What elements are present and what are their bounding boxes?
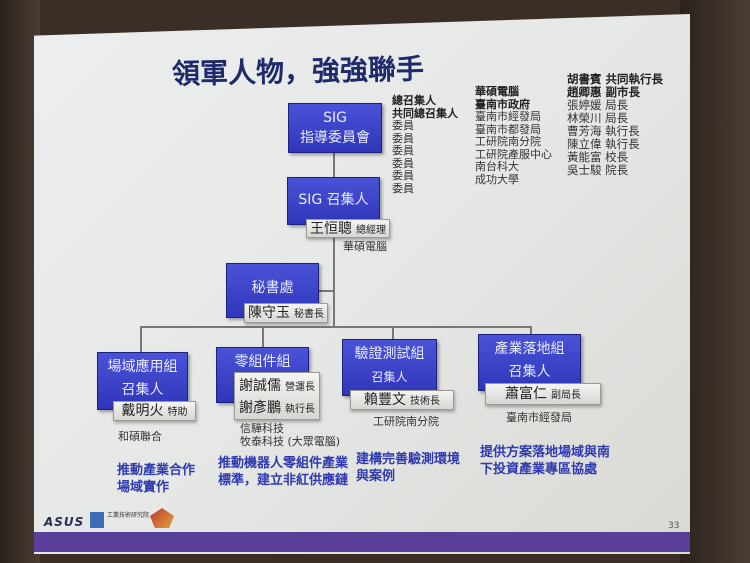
member-item: 張婷媛 局長: [567, 98, 629, 112]
connector-group-3: [392, 326, 394, 340]
goal-line: 推動機器人零組件產業: [218, 456, 349, 471]
member-item: 趙卿惠 副市長: [567, 85, 641, 99]
org-item: 臺南市都發局: [475, 122, 541, 136]
convener-label: SIG 召集人: [298, 192, 369, 208]
connector-vertical: [333, 152, 335, 328]
role-item: 委員: [392, 119, 414, 132]
group-box-verification: 驗證測試組 召集人: [342, 339, 437, 396]
role-item: 委員: [392, 131, 414, 145]
goal-line: 與案例: [356, 469, 396, 484]
member-item: 曹芳海 執行長: [567, 124, 640, 138]
role-item: 委員: [392, 144, 414, 157]
goal-line: 提供方案落地場域與南: [480, 445, 611, 460]
group-goal: 建構完善驗測環境 與案例: [356, 451, 460, 485]
person-role: 技術長: [410, 396, 440, 407]
connector-group-2: [262, 326, 264, 348]
person-name: 謝誠儒: [239, 378, 281, 394]
role-item: 共同總召集人: [392, 106, 458, 120]
group-org: 和碩聯合: [118, 430, 162, 443]
steering-line2: 指導委員會: [300, 130, 370, 146]
member-item: 林榮川 局長: [567, 111, 629, 125]
person-name: 賴豐文: [364, 392, 406, 408]
org-item: 臺南市政府: [475, 97, 530, 111]
role-item: 委員: [392, 169, 414, 182]
role-item: 委員: [392, 181, 414, 195]
sig-convener-box: SIG 召集人: [287, 177, 380, 225]
group-sub: 召集人: [371, 370, 408, 384]
role-item: 總召集人: [392, 94, 436, 107]
org-item: 工研院產服中心: [475, 147, 552, 161]
group-person-tag: 謝誠儒營運長 謝彥鵬執行長: [234, 372, 320, 420]
group-goal: 推動產業合作 場域實作: [117, 462, 195, 496]
goal-line: 建構完善驗測環境: [356, 452, 461, 467]
member-item: 吳士駿 院長: [567, 163, 629, 177]
org-line: 牧泰科技 (大眾電腦): [240, 434, 341, 448]
group-sub: 召集人: [121, 382, 164, 398]
convener-role: 總經理: [356, 225, 386, 236]
connector-secretariat: [318, 290, 334, 292]
group-name: 產業落地組: [494, 341, 565, 357]
asus-logo: ASUS: [44, 515, 85, 529]
secretariat-label: 秘書處: [251, 280, 294, 296]
goal-line: 場域實作: [117, 480, 170, 495]
group-goal: 推動機器人零組件產業 標準，建立非紅供應鏈: [218, 455, 348, 489]
committee-members-list: 胡書賓 共同執行長 趙卿惠 副市長 張婷媛 局長 林榮川 局長 曹芳海 執行長 …: [567, 73, 663, 177]
slide-title: 領軍人物，強強聯手: [171, 52, 425, 91]
member-item: 黃能富 校長: [567, 150, 629, 164]
tainan-logo-icon: [150, 508, 174, 528]
group-person-tag: 賴豐文技術長: [350, 390, 454, 410]
org-item: 華碩電腦: [475, 85, 519, 98]
steering-committee-box: SIG 指導委員會: [288, 103, 382, 153]
role-item: 委員: [392, 156, 414, 170]
group-person-tag: 戴明火特助: [113, 401, 196, 421]
goal-line: 下投資產業專區協處: [480, 462, 598, 477]
secretariat-name: 陳守玉: [248, 305, 290, 321]
itri-logo-text: 工業技術研究院: [107, 512, 150, 519]
org-item: 成功大學: [475, 172, 519, 186]
connector-group-1: [140, 326, 142, 352]
goal-line: 標準，建立非紅供應鏈: [218, 473, 349, 488]
group-name: 零組件組: [234, 354, 291, 370]
secretariat-role: 秘書長: [294, 309, 324, 320]
person-role: 執行長: [285, 404, 315, 415]
person-role: 營運長: [285, 382, 315, 393]
group-org: 工研院南分院: [373, 415, 439, 428]
room-background-right: [680, 0, 750, 563]
footer-bar: [34, 532, 690, 552]
member-item: 胡書賓 共同執行長: [567, 72, 664, 86]
convener-name: 王恒聰: [310, 221, 352, 237]
group-org: 臺南市經發局: [506, 411, 572, 424]
group-goal: 提供方案落地場域與南 下投資產業專區協處: [480, 444, 610, 478]
person-role: 副局長: [551, 390, 581, 401]
org-item: 工研院南分院: [475, 135, 541, 148]
convener-name-tag: 王恒聰總經理: [306, 219, 390, 238]
group-org: 信驊科技 牧泰科技 (大眾電腦): [240, 422, 341, 448]
member-item: 陳立偉 執行長: [567, 137, 640, 151]
group-name: 場域應用組: [107, 359, 178, 375]
person-role: 特助: [167, 407, 188, 418]
secretariat-name-tag: 陳守玉秘書長: [244, 303, 328, 323]
person-name: 蕭富仁: [505, 386, 547, 402]
group-name: 驗證測試組: [354, 346, 425, 362]
group-sub: 召集人: [508, 364, 551, 380]
itri-logo-icon: [90, 512, 104, 528]
group-person-tag: 蕭富仁副局長: [485, 383, 601, 405]
convener-org: 華碩電腦: [343, 240, 387, 253]
room-background-left: [0, 0, 40, 563]
person-name: 謝彥鵬: [239, 400, 281, 416]
org-item: 南台科大: [475, 160, 519, 173]
committee-roles-list: 總召集人 共同總召集人 委員 委員 委員 委員 委員 委員: [392, 94, 458, 195]
connector-group-4: [530, 326, 532, 335]
goal-line: 推動產業合作: [117, 463, 196, 478]
page-number: 33: [668, 521, 680, 531]
org-line: 信驊科技: [240, 422, 284, 435]
steering-line1: SIG: [323, 110, 347, 126]
org-item: 臺南市經發局: [475, 110, 541, 123]
connector-horizontal: [140, 326, 532, 328]
committee-orgs-list: 華碩電腦 臺南市政府 臺南市經發局 臺南市都發局 工研院南分院 工研院產服中心 …: [475, 85, 552, 186]
person-name: 戴明火: [121, 403, 164, 419]
